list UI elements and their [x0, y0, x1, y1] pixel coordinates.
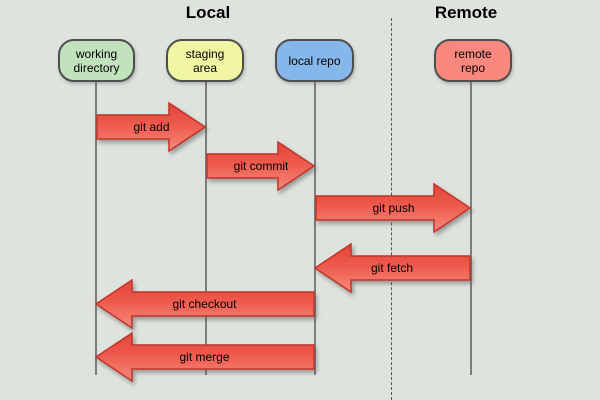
arrow-git-checkout-label: git checkout — [172, 297, 237, 311]
node-staging-area-label: staging area — [185, 46, 225, 75]
right-arrow-icon — [96, 101, 207, 153]
node-remote-repo: remote repo — [434, 39, 512, 82]
left-arrow-icon — [94, 278, 315, 330]
node-local-repo-label: local repo — [288, 53, 341, 68]
lifeline-staging-area — [205, 81, 207, 375]
lifeline-working-directory — [95, 81, 97, 375]
lifeline-local-repo — [314, 81, 316, 375]
arrow-git-merge: git merge — [94, 331, 315, 383]
arrow-git-add: git add — [96, 101, 207, 153]
node-local-repo: local repo — [275, 39, 354, 82]
remote-zone-title: Remote — [434, 3, 498, 22]
node-working-directory: working directory — [58, 39, 135, 82]
arrow-git-checkout: git checkout — [94, 278, 315, 330]
arrow-git-push-label: git push — [372, 201, 415, 215]
lifeline-remote-repo — [470, 81, 472, 375]
arrow-git-fetch: git fetch — [313, 242, 471, 294]
left-arrow-icon — [313, 242, 471, 294]
left-arrow-icon — [94, 331, 315, 383]
arrow-git-add-label: git add — [133, 120, 170, 134]
node-remote-repo-label: remote repo — [454, 46, 492, 75]
arrow-git-commit-label: git commit — [233, 159, 289, 173]
arrow-git-push: git push — [315, 182, 472, 234]
node-staging-area: staging area — [166, 39, 244, 82]
arrow-git-fetch-label: git fetch — [370, 261, 414, 275]
right-arrow-icon — [315, 182, 472, 234]
node-working-directory-label: working directory — [73, 46, 120, 75]
arrow-git-merge-label: git merge — [179, 350, 230, 364]
local-zone-title: Local — [185, 3, 231, 22]
right-arrow-icon — [206, 140, 316, 192]
arrow-git-commit: git commit — [206, 140, 316, 192]
